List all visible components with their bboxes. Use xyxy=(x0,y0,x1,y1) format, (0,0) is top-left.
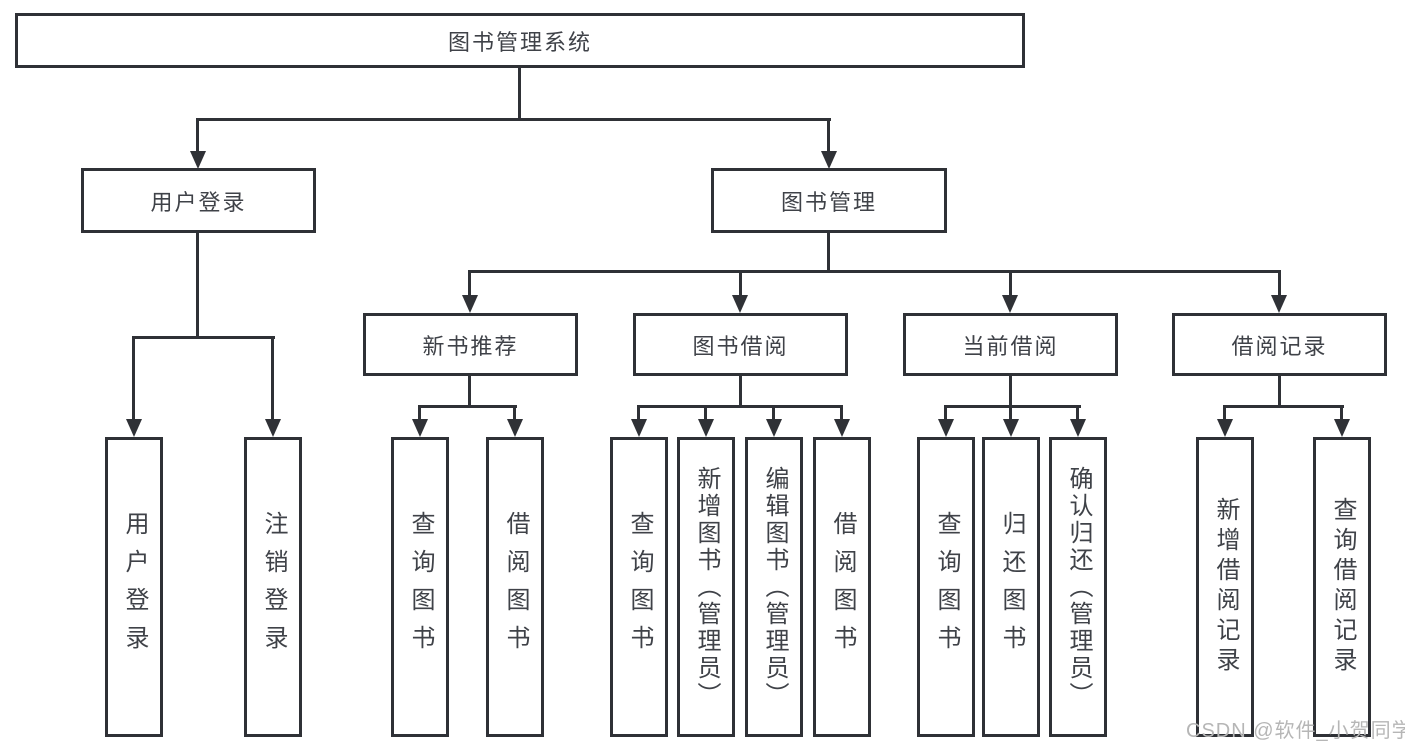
arrow-down-icon xyxy=(265,419,281,437)
arrow-down-icon xyxy=(412,419,428,437)
leaf-borrow-books-recommend: 借阅图书 xyxy=(486,437,544,737)
node-book-borrow-label: 图书借阅 xyxy=(692,333,789,359)
connector-line xyxy=(418,405,421,421)
arrow-down-icon xyxy=(1003,419,1019,437)
leaf-user-login: 用户登录 xyxy=(105,437,163,737)
node-new-book-recommend-label: 新书推荐 xyxy=(422,333,519,359)
arrow-down-icon xyxy=(462,295,478,313)
arrow-down-icon xyxy=(698,419,714,437)
node-user-login-label: 用户登录 xyxy=(150,189,247,215)
connector-line xyxy=(1223,405,1344,408)
node-user-login: 用户登录 xyxy=(81,168,316,233)
connector-line xyxy=(518,68,521,118)
connector-line xyxy=(1278,270,1281,297)
connector-line xyxy=(840,405,843,421)
connector-line xyxy=(132,336,135,420)
node-borrow-records-label: 借阅记录 xyxy=(1231,333,1328,359)
arrow-down-icon xyxy=(938,419,954,437)
connector-line xyxy=(944,405,947,421)
connector-line xyxy=(637,405,640,421)
leaf-add-book-admin-label: 新增图书（管理员） xyxy=(693,465,720,709)
leaf-add-borrow-record: 新增借阅记录 xyxy=(1196,437,1254,737)
arrow-down-icon xyxy=(1070,419,1086,437)
leaf-query-books-recommend: 查询图书 xyxy=(391,437,449,737)
connector-line xyxy=(704,405,707,421)
leaf-return-books-label: 归还图书 xyxy=(998,511,1025,663)
node-book-management-label: 图书管理 xyxy=(780,189,877,215)
leaf-borrow-books-borrow-label: 借阅图书 xyxy=(829,511,856,663)
leaf-query-books-borrow-label: 查询图书 xyxy=(626,511,653,663)
node-borrow-records: 借阅记录 xyxy=(1172,313,1387,376)
connector-line xyxy=(772,405,775,421)
connector-line xyxy=(827,118,830,152)
arrow-down-icon xyxy=(834,419,850,437)
connector-line xyxy=(1009,376,1012,407)
connector-line xyxy=(1340,405,1343,421)
connector-line xyxy=(196,233,199,338)
node-book-management: 图书管理 xyxy=(711,168,947,233)
leaf-user-login-label: 用户登录 xyxy=(121,511,148,663)
node-current-borrow: 当前借阅 xyxy=(903,313,1118,376)
node-current-borrow-label: 当前借阅 xyxy=(962,333,1059,359)
connector-line xyxy=(1009,405,1012,421)
arrow-down-icon xyxy=(766,419,782,437)
node-root-label: 图书管理系统 xyxy=(447,29,592,55)
leaf-query-borrow-record: 查询借阅记录 xyxy=(1313,437,1371,737)
csdn-watermark: CSDN @软件_小贺同学 xyxy=(1186,720,1405,742)
leaf-edit-book-admin-label: 编辑图书（管理员） xyxy=(761,465,788,709)
connector-line xyxy=(1223,405,1226,421)
arrow-down-icon xyxy=(1271,295,1287,313)
leaf-confirm-return-admin-label: 确认归还（管理员） xyxy=(1065,465,1092,709)
leaf-confirm-return-admin: 确认归还（管理员） xyxy=(1049,437,1107,737)
leaf-add-book-admin: 新增图书（管理员） xyxy=(677,437,735,737)
arrow-down-icon xyxy=(821,151,837,169)
leaf-query-books-recommend-label: 查询图书 xyxy=(407,511,434,663)
connector-line xyxy=(739,270,742,297)
arrow-down-icon xyxy=(1002,295,1018,313)
arrow-down-icon xyxy=(190,151,206,169)
leaf-logout-label: 注销登录 xyxy=(260,511,287,663)
connector-line xyxy=(944,405,1081,408)
connector-line xyxy=(1076,405,1079,421)
connector-line xyxy=(1278,376,1281,407)
node-book-borrow: 图书借阅 xyxy=(633,313,848,376)
connector-line xyxy=(468,270,471,297)
connector-line xyxy=(739,376,742,407)
leaf-query-books-current: 查询图书 xyxy=(917,437,975,737)
arrow-down-icon xyxy=(1217,419,1233,437)
arrow-down-icon xyxy=(631,419,647,437)
arrow-down-icon xyxy=(732,295,748,313)
node-new-book-recommend: 新书推荐 xyxy=(363,313,578,376)
leaf-query-books-borrow: 查询图书 xyxy=(610,437,668,737)
leaf-query-borrow-record-label: 查询借阅记录 xyxy=(1329,497,1356,677)
connector-line xyxy=(827,233,830,272)
leaf-return-books: 归还图书 xyxy=(982,437,1040,737)
connector-line xyxy=(513,405,516,421)
arrow-down-icon xyxy=(1334,419,1350,437)
connector-line xyxy=(196,118,831,121)
connector-line xyxy=(468,376,471,407)
leaf-logout: 注销登录 xyxy=(244,437,302,737)
connector-line xyxy=(271,336,274,420)
node-root: 图书管理系统 xyxy=(15,13,1025,68)
leaf-query-books-current-label: 查询图书 xyxy=(933,511,960,663)
leaf-add-borrow-record-label: 新增借阅记录 xyxy=(1212,497,1239,677)
connector-line xyxy=(1009,270,1012,297)
arrow-down-icon xyxy=(507,419,523,437)
connector-line xyxy=(132,336,275,339)
arrow-down-icon xyxy=(126,419,142,437)
connector-line xyxy=(637,405,843,408)
connector-line xyxy=(418,405,517,408)
leaf-borrow-books-recommend-label: 借阅图书 xyxy=(502,511,529,663)
leaf-borrow-books-borrow: 借阅图书 xyxy=(813,437,871,737)
leaf-edit-book-admin: 编辑图书（管理员） xyxy=(745,437,803,737)
connector-line xyxy=(468,270,1281,273)
connector-line xyxy=(196,118,199,152)
